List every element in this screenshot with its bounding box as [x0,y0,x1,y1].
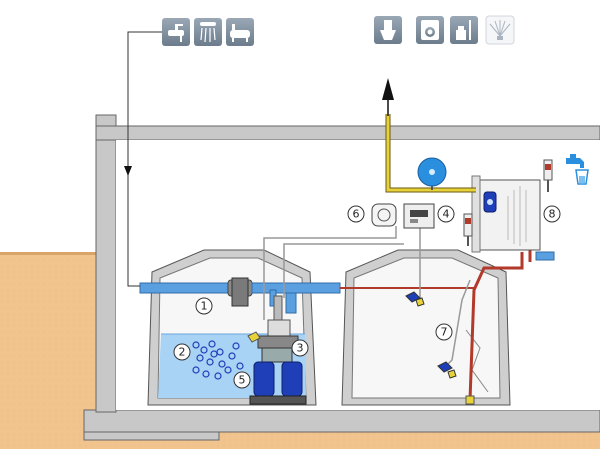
callout-6-label: 6 [353,208,360,221]
pump-motor-left [253,361,275,397]
level-indicator [371,203,397,227]
supply-pipes-red [468,250,532,401]
filter-media-particles [192,340,244,380]
supply-pipe-yellow-tip [465,395,475,405]
callout-4: 4 [437,205,455,223]
callout-8: 8 [543,205,561,223]
callout-2-label: 2 [179,346,186,359]
input-icons-group [162,18,254,46]
washing-machine-icon [416,16,444,44]
callout-6: 6 [347,205,365,223]
callout-4-label: 4 [443,208,450,221]
callout-5: 5 [233,371,251,389]
right-tank [341,249,511,406]
output-pipe-yellow [385,114,476,193]
pump-motor-right [281,361,303,397]
bathtub-icon [226,18,254,46]
expansion-vessel [417,157,447,190]
callout-7: 7 [435,323,453,341]
output-arrow [382,78,394,100]
output-icons-group [374,15,515,45]
callout-5-label: 5 [239,374,246,387]
callout-3-label: 3 [297,342,304,355]
controller-display [403,203,435,229]
soil-edge [0,252,96,255]
level-sensors [405,291,457,379]
callout-7-label: 7 [441,326,448,339]
pump-assembly [247,295,307,405]
callout-2: 2 [173,343,191,361]
water-tap-glass-icon [560,150,592,185]
sink-icon [162,18,190,46]
toilet-icon [374,16,402,44]
inlet-flow-line [124,31,162,287]
callout-8-label: 8 [549,208,556,221]
garden-sprinkler-icon [485,15,515,45]
callout-1: 1 [195,297,213,315]
cleaning-bucket-icon [450,16,478,44]
valves [463,159,553,246]
shower-icon [194,18,222,46]
callout-3: 3 [291,339,309,357]
filter-unit [231,277,249,307]
control-unit [471,175,555,261]
callout-1-label: 1 [201,300,208,313]
